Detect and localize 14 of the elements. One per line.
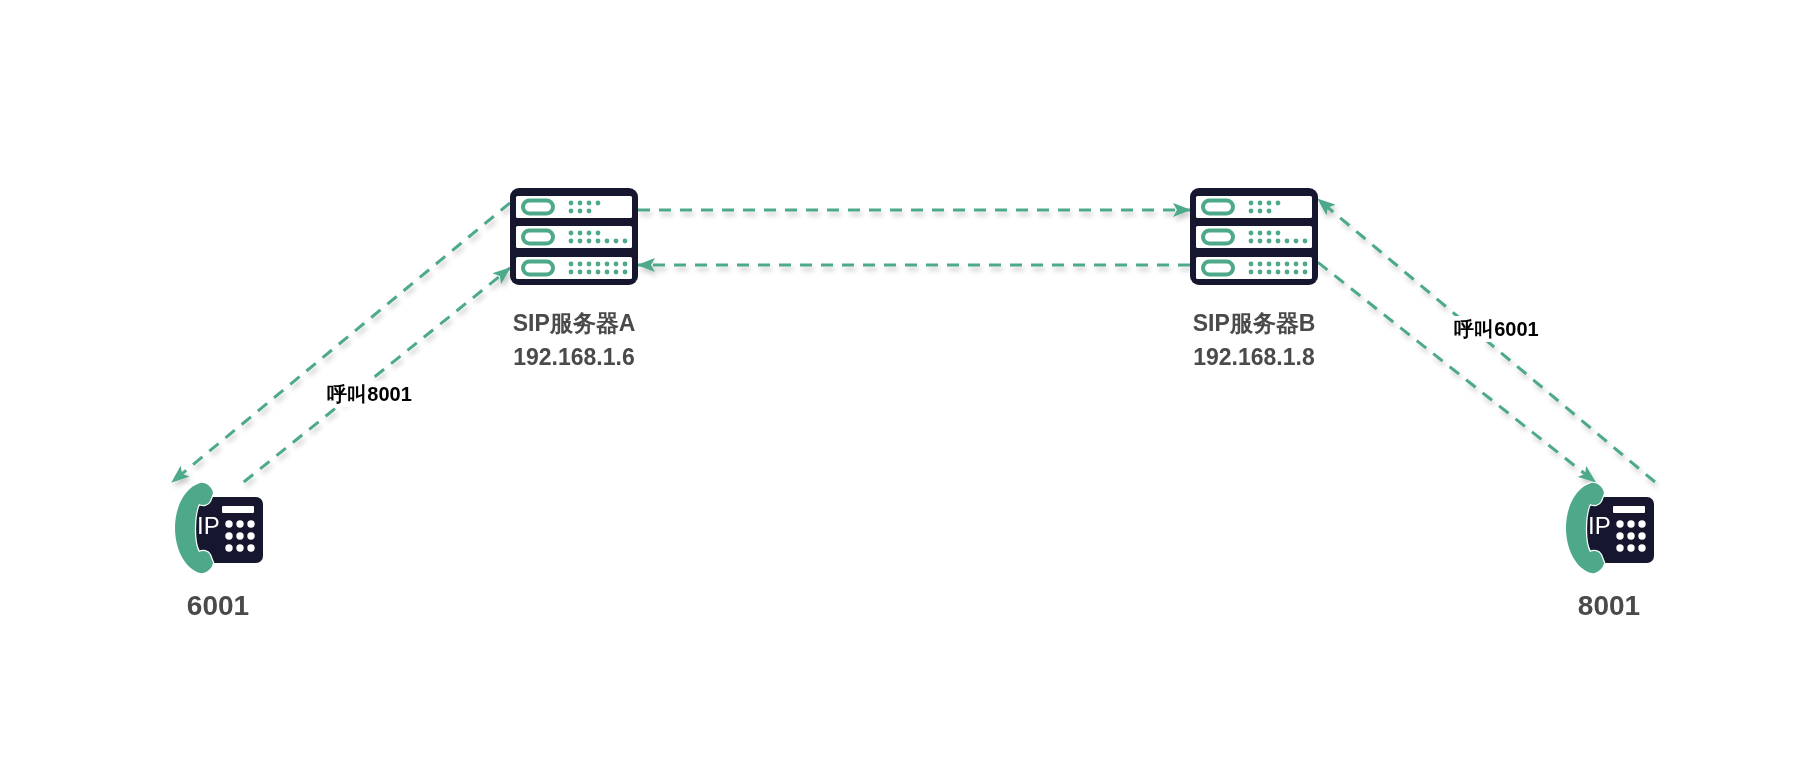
dashed-arrow bbox=[242, 266, 511, 484]
phone-number: 6001 bbox=[186, 589, 250, 623]
phone-number: 8001 bbox=[1577, 589, 1641, 623]
dashed-arrow bbox=[637, 258, 1190, 272]
dashed-arrow bbox=[1317, 261, 1597, 484]
server-name: SIP服务器B bbox=[1192, 309, 1316, 338]
dashed-arrow bbox=[171, 201, 511, 484]
server-name: SIP服务器A bbox=[512, 309, 636, 338]
ip-address: 192.168.1.8 bbox=[1193, 343, 1315, 372]
dashed-arrow bbox=[1317, 198, 1656, 484]
ip-address: 192.168.1.6 bbox=[513, 343, 635, 372]
ip-label: IP bbox=[1588, 514, 1611, 538]
dashed-arrow bbox=[638, 202, 1191, 217]
ip-label: IP bbox=[197, 514, 220, 538]
